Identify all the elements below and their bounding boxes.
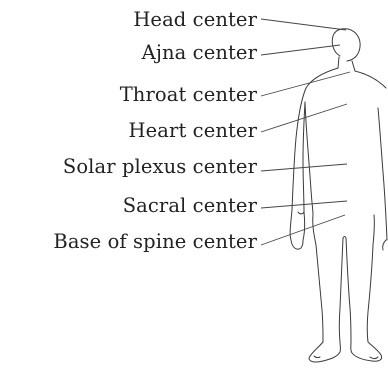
human-outline <box>290 29 387 362</box>
leader-head <box>261 19 346 30</box>
label-heart-center: Heart center <box>129 120 257 142</box>
label-head-center: Head center <box>133 9 257 31</box>
label-base-of-spine-center: Base of spine center <box>53 231 257 253</box>
leader-throat <box>261 72 350 96</box>
label-sacral-center: Sacral center <box>123 195 257 217</box>
leader-ajna <box>261 45 340 55</box>
label-ajna-center: Ajna center <box>142 42 257 64</box>
leader-solar <box>261 164 347 171</box>
label-solar-plexus-center: Solar plexus center <box>63 156 257 178</box>
label-throat-center: Throat center <box>120 84 257 106</box>
